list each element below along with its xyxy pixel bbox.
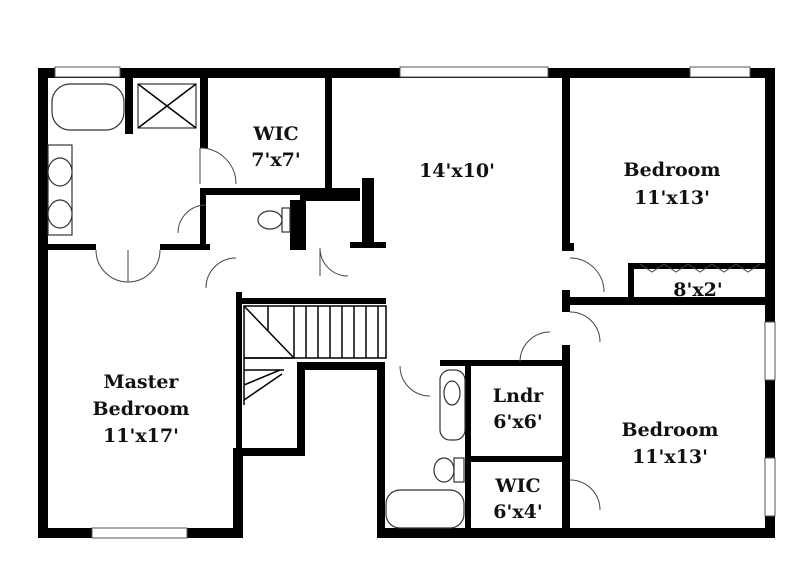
living-size: 14'x10' bbox=[419, 160, 495, 182]
wic-top-name: WIC bbox=[252, 123, 298, 145]
stairs bbox=[243, 305, 387, 405]
interior-walls bbox=[48, 76, 768, 531]
master-size: 11'x17' bbox=[103, 425, 179, 447]
bedroom-top-name: Bedroom bbox=[624, 159, 721, 181]
master-name-2: Bedroom bbox=[93, 398, 190, 420]
laundry-size: 6'x6' bbox=[493, 411, 542, 433]
bedroom-top-size: 11'x13' bbox=[634, 187, 710, 209]
laundry-name: Lndr bbox=[493, 385, 544, 407]
closet-size: 8'x2' bbox=[673, 279, 722, 301]
room-labels: WIC 7'x7' 14'x10' Bedroom 11'x13' 8'x2' … bbox=[93, 123, 723, 523]
bedroom-bottom-name: Bedroom bbox=[622, 419, 719, 441]
doors bbox=[95, 147, 761, 511]
wic-top-size: 7'x7' bbox=[251, 149, 300, 171]
master-bath-fixtures bbox=[47, 83, 291, 236]
windows bbox=[54, 66, 776, 539]
wic-bottom-size: 6'x4' bbox=[493, 501, 542, 523]
master-name: Master bbox=[104, 371, 180, 393]
bedroom-bottom-size: 11'x13' bbox=[632, 446, 708, 468]
hall-bath-fixtures bbox=[385, 369, 466, 529]
wic-bottom-name: WIC bbox=[494, 475, 540, 497]
